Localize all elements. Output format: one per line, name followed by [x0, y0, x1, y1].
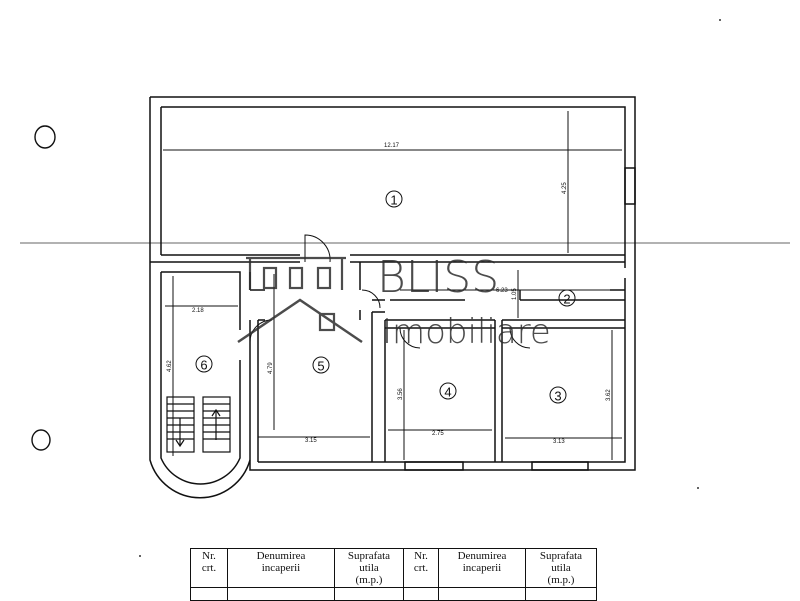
room-number-6: 6 — [200, 358, 207, 373]
table-header-row: Nr. crt. Denumirea incaperii Suprafata u… — [190, 548, 597, 588]
table-cell — [438, 587, 526, 601]
dim-hall-width: 6.23 — [496, 288, 508, 294]
header-denumirea-2: Denumirea incaperii — [438, 548, 526, 588]
punch-hole-top — [34, 125, 56, 149]
dim-room6-depth: 4.62 — [167, 360, 173, 372]
dim-room4-width: 2.75 — [432, 431, 444, 437]
header-denumirea: Denumirea incaperii — [227, 548, 335, 588]
room-number-5: 5 — [317, 359, 324, 374]
house-logo-icon — [237, 256, 363, 344]
table-row — [190, 587, 597, 601]
dim-room3-width: 3.13 — [553, 439, 565, 445]
dim-room4-depth: 3.56 — [398, 388, 404, 400]
dim-room3-depth: 3.62 — [606, 389, 612, 401]
room-number-3: 3 — [554, 389, 561, 404]
scan-speck — [139, 555, 141, 557]
scan-speck — [719, 19, 721, 21]
table-cell — [403, 587, 439, 601]
punch-hole-bottom — [31, 429, 51, 451]
dim-hall-depth: 1.05 — [512, 288, 518, 300]
dim-room6-width: 2.18 — [192, 308, 204, 314]
table-cell — [525, 587, 597, 601]
room-area-table: Nr. crt. Denumirea incaperii Suprafata u… — [190, 548, 597, 601]
dim-room5-width: 3.15 — [305, 438, 317, 444]
bliss-logo-watermark: BLISS Imobiliare — [237, 252, 551, 352]
exterior-walls — [149, 96, 636, 499]
stair-block — [166, 396, 231, 453]
header-suprafata-2: Suprafata utila (m.p.) — [525, 548, 597, 588]
room-number-4: 4 — [444, 385, 451, 400]
table-cell — [227, 587, 335, 601]
table-cell — [190, 587, 228, 601]
dim-room1-depth: 4.25 — [562, 182, 568, 194]
scan-speck — [697, 487, 699, 489]
room-number-1: 1 — [390, 193, 397, 208]
room-markers: 1 2 3 4 5 6 — [195, 190, 576, 404]
table-cell — [334, 587, 404, 601]
dim-room1-width: 12.17 — [384, 143, 400, 149]
header-nr-crt: Nr. crt. — [190, 548, 228, 588]
watermark-brand: BLISS — [377, 252, 499, 303]
header-suprafata: Suprafata utila (m.p.) — [334, 548, 404, 588]
watermark-sub: Imobiliare — [382, 312, 551, 352]
dimension-lines — [163, 111, 622, 460]
room-number-2: 2 — [563, 292, 570, 307]
dim-room5-depth: 4.79 — [268, 362, 274, 374]
interior-walls — [161, 262, 625, 462]
header-nr-crt-2: Nr. crt. — [403, 548, 439, 588]
